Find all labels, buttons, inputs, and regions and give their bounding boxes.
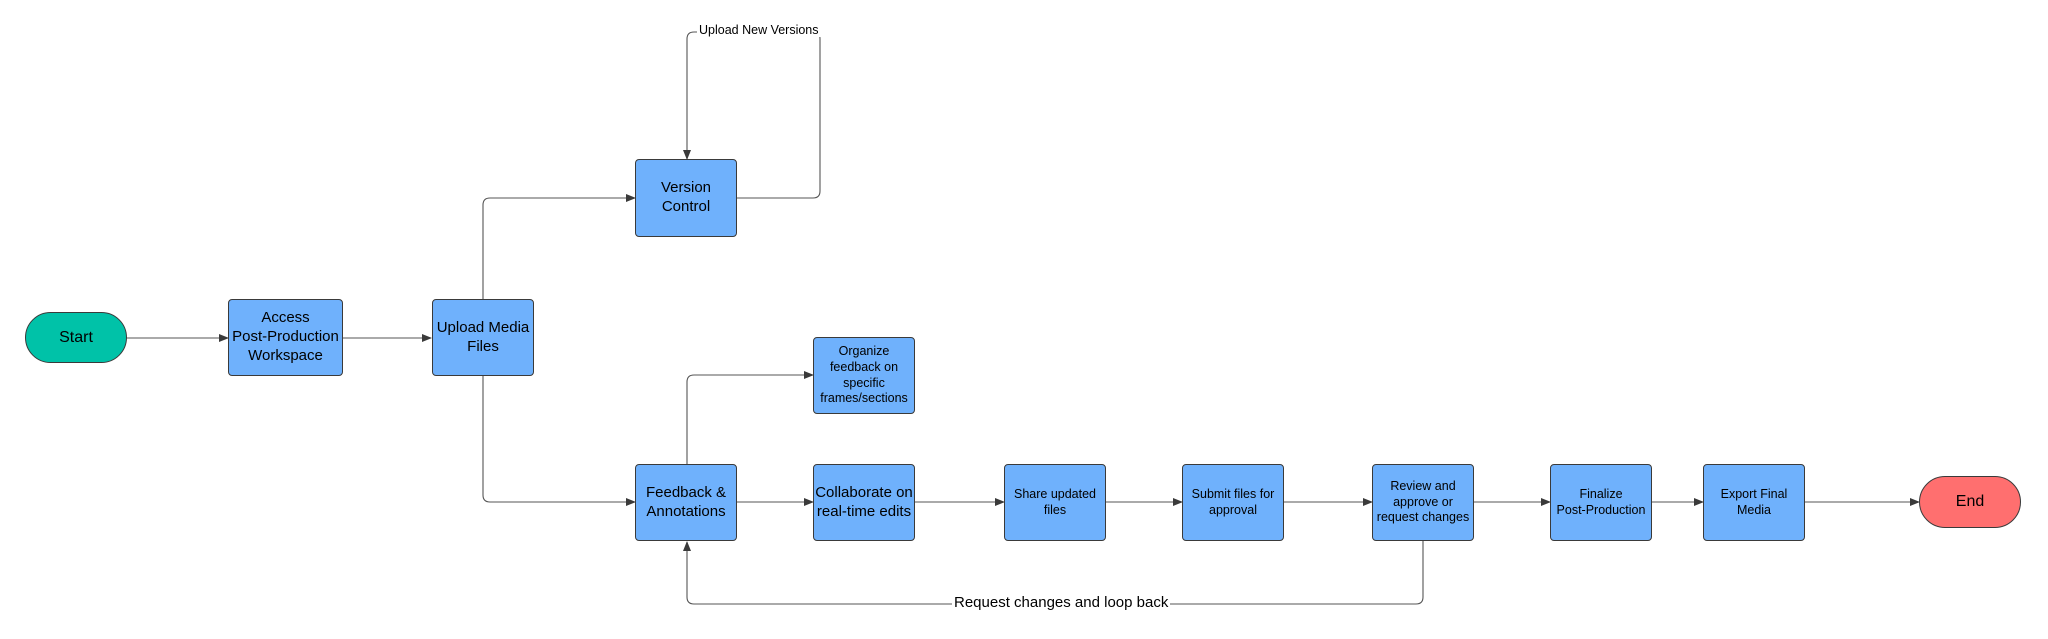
end-label: End	[1955, 493, 1985, 510]
share-files-label: Share updated files	[1013, 486, 1096, 517]
export-media-label: Export Final Media	[1720, 486, 1788, 517]
export-media-node: Export Final Media	[1703, 464, 1805, 541]
version-control-node: Version Control	[635, 159, 737, 237]
finalize-label: Finalize Post-Production	[1556, 486, 1646, 517]
collaborate-node: Collaborate on real-time edits	[813, 464, 915, 541]
organize-feedback-label: Organize feedback on specific frames/sec…	[820, 344, 908, 406]
edge-label-request-changes: Request changes and loop back	[952, 594, 1171, 611]
share-files-node: Share updated files	[1004, 464, 1106, 541]
feedback-annotations-label: Feedback & Annotations	[645, 483, 727, 520]
submit-approval-label: Submit files for approval	[1191, 486, 1275, 517]
review-approve-label: Review and approve or request changes	[1376, 479, 1470, 525]
access-workspace-node: Access Post-Production Workspace	[228, 299, 343, 376]
start-label: Start	[59, 328, 93, 346]
collaborate-label: Collaborate on real-time edits	[815, 483, 913, 520]
end-node: End	[1919, 476, 2021, 528]
organize-feedback-node: Organize feedback on specific frames/sec…	[813, 337, 915, 414]
upload-media-node: Upload Media Files	[432, 299, 534, 376]
edge-upload-version	[482, 194, 636, 300]
edge-label-upload-new-versions: Upload New Versions	[697, 23, 821, 37]
review-approve-node: Review and approve or request changes	[1372, 464, 1474, 541]
access-workspace-label: Access Post-Production Workspace	[232, 309, 339, 364]
start-node: Start	[25, 312, 127, 363]
version-control-label: Version Control	[660, 179, 712, 215]
feedback-annotations-node: Feedback & Annotations	[635, 464, 737, 541]
edge-upload-feedback	[482, 375, 636, 506]
submit-approval-node: Submit files for approval	[1182, 464, 1284, 541]
edge-feedback-organize	[686, 371, 814, 464]
upload-media-label: Upload Media Files	[436, 318, 530, 355]
finalize-node: Finalize Post-Production	[1550, 464, 1652, 541]
